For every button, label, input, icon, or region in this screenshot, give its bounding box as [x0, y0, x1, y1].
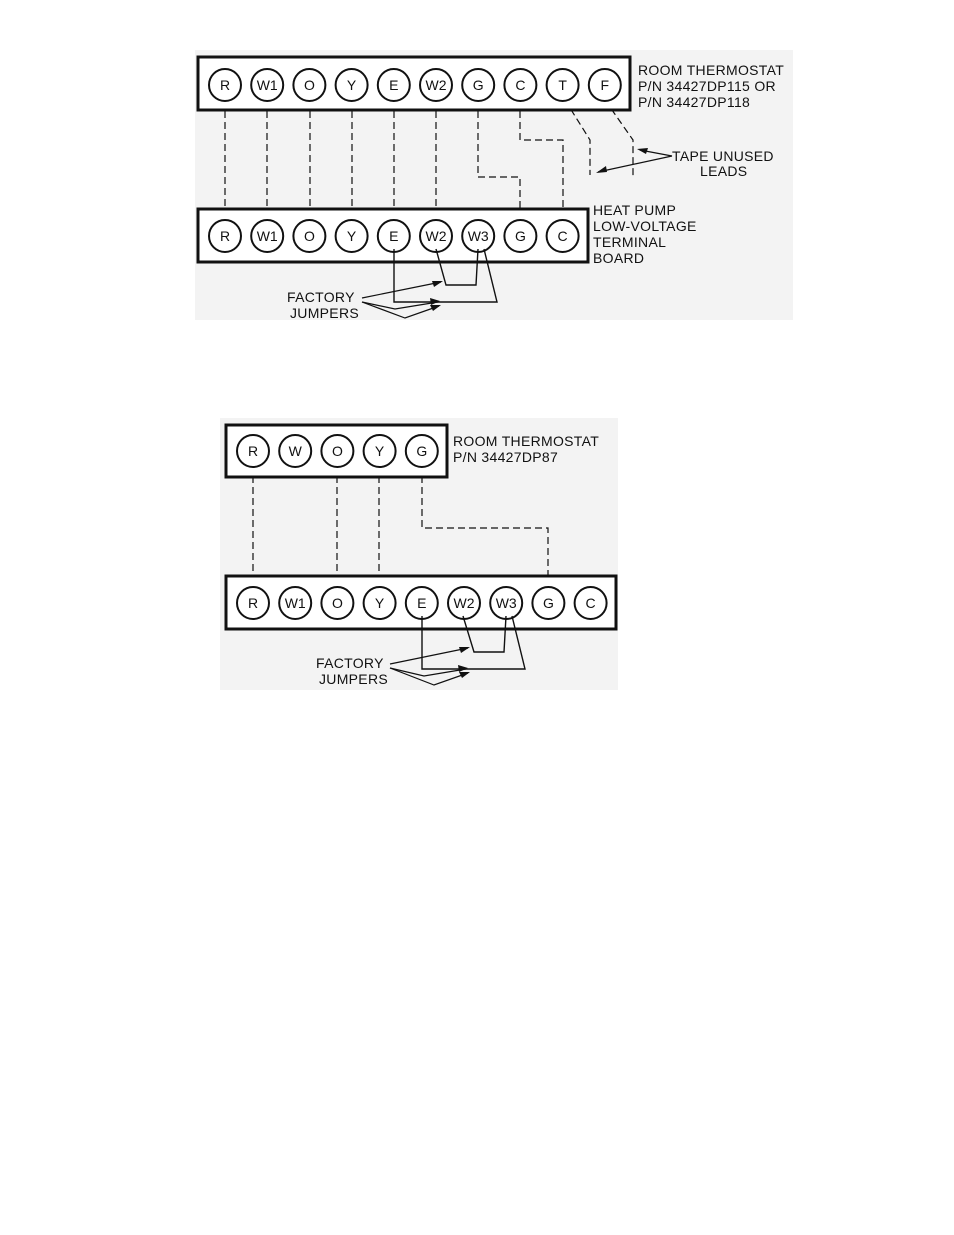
caption-line: P/N 34427DP115 OR: [638, 78, 776, 94]
caption-line: P/N 34427DP118: [638, 94, 750, 110]
caption-line: JUMPERS: [290, 305, 359, 321]
diagram2-board-terminals: R W1 O Y E W2 W3 G C: [237, 587, 607, 619]
terminal-w3-label: W3: [468, 228, 489, 244]
terminal-y-label: Y: [375, 595, 385, 611]
caption-line: FACTORY: [287, 289, 355, 305]
terminal-y-label: Y: [375, 443, 385, 459]
caption-line: BOARD: [593, 250, 644, 266]
terminal-t-label: T: [558, 77, 567, 93]
terminal-o-label: O: [332, 595, 343, 611]
terminal-f-label: F: [601, 77, 610, 93]
caption-line: FACTORY: [316, 655, 384, 671]
caption-line: ROOM THERMOSTAT: [638, 62, 784, 78]
terminal-w3-label: W3: [496, 595, 517, 611]
terminal-o-label: O: [304, 228, 315, 244]
diagram1-jumpers-caption: FACTORY JUMPERS: [287, 289, 359, 321]
diagram1-board-terminals: R W1 O Y E W2 W3 G C: [209, 220, 579, 252]
terminal-e-label: E: [389, 77, 398, 93]
caption-line: ROOM THERMOSTAT: [453, 433, 599, 449]
terminal-r-label: R: [220, 228, 230, 244]
terminal-w1-label: W1: [257, 77, 278, 93]
caption-line: LEADS: [700, 163, 747, 179]
terminal-c-label: C: [586, 595, 596, 611]
caption-line: JUMPERS: [319, 671, 388, 687]
terminal-g-label: G: [473, 77, 484, 93]
caption-line: LOW-VOLTAGE: [593, 218, 697, 234]
terminal-e-label: E: [417, 595, 426, 611]
terminal-y-label: Y: [347, 77, 357, 93]
caption-line: HEAT PUMP: [593, 202, 676, 218]
terminal-y-label: Y: [347, 228, 357, 244]
terminal-r-label: R: [248, 443, 258, 459]
caption-line: P/N 34427DP87: [453, 449, 558, 465]
terminal-g-label: G: [515, 228, 526, 244]
terminal-c-label: C: [558, 228, 568, 244]
terminal-o-label: O: [304, 77, 315, 93]
terminal-w-label: W: [289, 443, 303, 459]
terminal-w2-label: W2: [454, 595, 475, 611]
terminal-w1-label: W1: [285, 595, 306, 611]
terminal-w1-label: W1: [257, 228, 278, 244]
terminal-w2-label: W2: [426, 77, 447, 93]
terminal-c-label: C: [515, 77, 525, 93]
caption-line: TAPE UNUSED: [672, 148, 774, 164]
terminal-g-label: G: [416, 443, 427, 459]
terminal-g-label: G: [543, 595, 554, 611]
terminal-e-label: E: [389, 228, 398, 244]
terminal-o-label: O: [332, 443, 343, 459]
terminal-r-label: R: [220, 77, 230, 93]
diagram2-jumpers-caption: FACTORY JUMPERS: [316, 655, 388, 687]
caption-line: TERMINAL: [593, 234, 666, 250]
terminal-r-label: R: [248, 595, 258, 611]
terminal-w2-label: W2: [426, 228, 447, 244]
